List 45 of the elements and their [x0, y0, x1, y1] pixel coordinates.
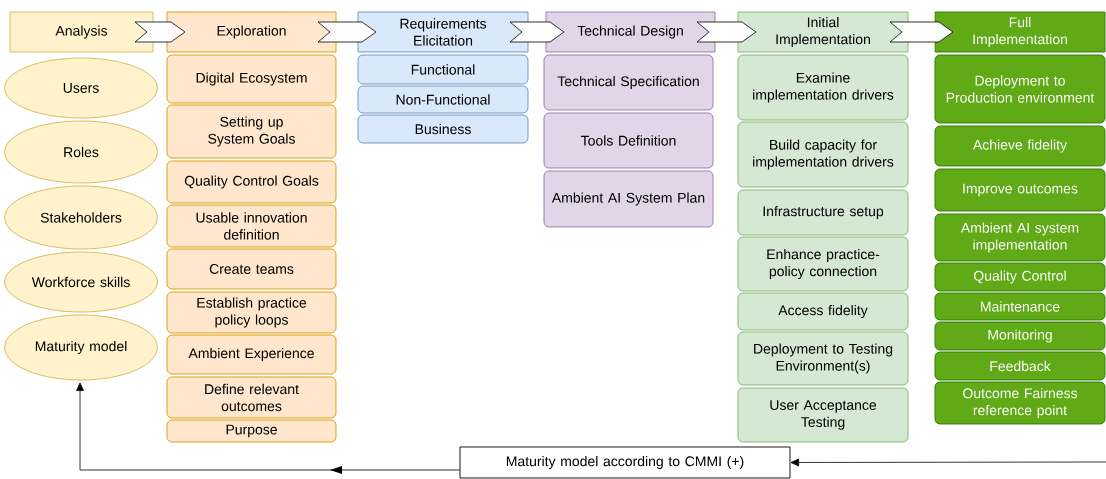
task-box: Ambient AI System Plan — [543, 170, 714, 228]
task-box: Build capacity for implementation drivers — [737, 121, 909, 188]
task-box: Purpose — [166, 419, 337, 443]
task-box: Technical Specification — [543, 54, 714, 111]
task-box: Deployment to Production environment — [934, 54, 1106, 124]
task-box: Examine implementation drivers — [737, 54, 909, 121]
task-box: Ambient Experience — [166, 334, 337, 375]
task-box: Tools Definition — [543, 112, 714, 169]
task-box: Quality Control Goals — [166, 160, 337, 204]
task-box: Digital Ecosystem — [166, 54, 337, 104]
chevron-arrow — [509, 21, 565, 43]
phase-header: Exploration — [166, 11, 337, 53]
task-box: Create teams — [166, 248, 337, 290]
note-box: Maturity model according to CMMI (+) — [459, 446, 791, 479]
task-box: Achieve fidelity — [934, 125, 1106, 167]
phase-header: Full Implementation — [934, 11, 1106, 53]
chevron-arrow — [134, 21, 186, 43]
task-box: Ambient AI system implementation — [934, 213, 1106, 262]
phase-header: Analysis — [9, 11, 154, 53]
task-box: Define relevant outcomes — [166, 376, 337, 419]
task-box: User Acceptance Testing — [737, 387, 909, 443]
phase-header: Initial Implementation — [737, 11, 909, 53]
task-box: Enhance practice-policy connection — [737, 236, 909, 292]
chevron-arrow — [317, 21, 377, 43]
task-box: Infrastructure setup — [737, 189, 909, 236]
arrow — [76, 382, 461, 474]
task-box: Functional — [357, 54, 529, 85]
task-box: Maintenance — [934, 292, 1106, 321]
task-box: Access fidelity — [737, 292, 909, 331]
task-box: Quality Control — [934, 262, 1106, 292]
phase-header: Technical Design — [545, 11, 716, 53]
task-box: Business — [357, 114, 529, 144]
task-box: Usable innovation definition — [166, 204, 337, 248]
arrow — [790, 458, 1106, 467]
task-box: Outcome Fairness reference point — [934, 381, 1106, 425]
task-box: Feedback — [934, 351, 1106, 381]
task-box: Improve outcomes — [934, 168, 1106, 212]
phase-header: Requirements Elicitation — [357, 11, 529, 53]
chevron-arrow — [696, 21, 757, 43]
task-box: Deployment to Testing Environment(s) — [737, 331, 909, 386]
task-box: Monitoring — [934, 321, 1106, 351]
chevron-arrow — [889, 21, 954, 43]
task-box: Establish practice policy loops — [166, 291, 337, 334]
task-box: Non-Functional — [357, 85, 529, 114]
task-box: Setting up System Goals — [166, 104, 337, 159]
